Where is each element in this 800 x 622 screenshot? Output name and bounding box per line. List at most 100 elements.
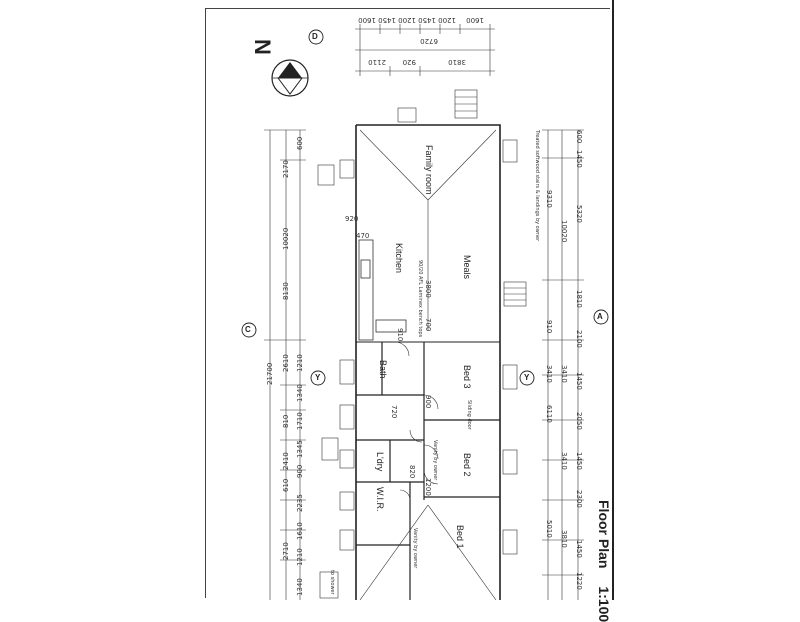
dim-right-0: 600 (575, 130, 583, 144)
dim-left-6: 2610 (282, 354, 290, 372)
dim-left-10: 1345 (296, 440, 304, 458)
section-mark-d: D (312, 32, 318, 41)
dim-right-1: 1450 (575, 150, 583, 168)
room-bed1: Bed 1 (455, 525, 465, 549)
section-markers (241, 29, 609, 386)
dim-right-6: 2100 (575, 330, 583, 348)
dim-inner-3: 700 (424, 318, 432, 332)
section-mark-y-right: Y (524, 373, 530, 382)
dim-top-8: 920 (402, 58, 416, 66)
note-kitchen-benchtops: 90/20 AFL Laminex bench tops (417, 260, 423, 338)
room-laundry: L'dry (375, 452, 385, 472)
dim-left-11: 900 (296, 464, 304, 478)
dim-left-9: 810 (282, 414, 290, 428)
dim-inner-5: 900 (424, 395, 432, 409)
drawing-title-text: Floor Plan (596, 500, 612, 569)
dim-left-4: 21700 (266, 362, 274, 385)
dim-right-13: 3410 (560, 452, 568, 470)
dim-inner-8: 1200 (424, 478, 432, 496)
dim-left-15: 1610 (296, 522, 304, 540)
dim-right-16: 2300 (575, 490, 583, 508)
note-sliding-door: Sliding door (466, 400, 472, 430)
dim-right-4: 10020 (560, 220, 568, 243)
note-to-shower: to shower (329, 570, 335, 595)
dim-left-7: 1340 (296, 384, 304, 402)
room-wir: W.I.R. (375, 487, 385, 512)
dim-left-0: 600 (296, 136, 304, 150)
north-label: N (250, 39, 275, 55)
dim-top-2: 1200 (398, 16, 416, 24)
floor-plan-sheet: N D C A Y Y Family room Kitchen Meals Ba… (205, 0, 614, 622)
dim-top-7: 2110 (368, 58, 386, 66)
floor-plan-drawing (241, 24, 609, 600)
dim-right-9: 1450 (575, 372, 583, 390)
dim-left-13: 610 (282, 478, 290, 492)
dim-top-0: 1600 (358, 16, 376, 24)
dim-left-12: 2410 (282, 452, 290, 470)
note-treated-stairs: Treated softwood stairs & landings by ow… (534, 130, 540, 242)
drawing-scale: 1:100 (596, 586, 612, 622)
room-meals: Meals (462, 255, 472, 280)
section-mark-c: C (245, 325, 251, 334)
windows-right (397, 107, 518, 555)
room-kitchen: Kitchen (394, 243, 404, 274)
dim-left-17: 2710 (282, 542, 290, 560)
roof-hip-lines (359, 129, 497, 600)
dim-top-5: 1600 (466, 16, 484, 24)
dim-inner-6: 720 (390, 405, 398, 419)
dim-inner-7: 820 (408, 465, 416, 479)
dim-left-18: 1340 (296, 578, 304, 596)
stairs (317, 89, 527, 599)
dim-left-3: 8130 (282, 282, 290, 300)
dim-inner-1: 470 (356, 232, 370, 240)
dim-top-6: 6720 (420, 37, 438, 45)
dim-right-17: 5010 (545, 520, 553, 538)
left-dimension-lines (264, 129, 306, 600)
dim-left-1: 2170 (282, 160, 290, 178)
note-vanity-1: Vanity by owner (432, 440, 438, 481)
note-vanity-2: Vanity by owner (412, 528, 418, 569)
dim-top-3: 1450 (418, 16, 436, 24)
dim-right-2: 5320 (575, 205, 583, 223)
door-swings (394, 341, 439, 501)
top-dimension-lines (355, 24, 495, 76)
kitchen-bench (358, 239, 407, 341)
right-dimension-lines (542, 129, 584, 600)
dim-left-2: 10020 (282, 227, 290, 250)
dim-right-15: 3810 (560, 530, 568, 548)
windows-left (339, 159, 355, 551)
dim-left-8: 1710 (296, 412, 304, 430)
dim-right-5: 1810 (575, 290, 583, 308)
section-mark-y-left: Y (315, 373, 321, 382)
dim-inner-2: 3800 (424, 280, 432, 298)
interior-walls (356, 342, 500, 600)
dim-top-4: 1200 (438, 16, 456, 24)
sheet-border-right (612, 0, 614, 600)
dim-right-10: 3410 (560, 365, 568, 383)
dim-right-18: 1450 (575, 540, 583, 558)
room-family: Family room (424, 145, 434, 195)
dim-left-16: 1210 (296, 548, 304, 566)
dim-right-12: 2050 (575, 412, 583, 430)
dim-right-7: 910 (545, 320, 553, 334)
dim-left-5: 1210 (296, 354, 304, 372)
section-mark-a: A (597, 312, 603, 321)
dim-right-11: 6110 (545, 405, 553, 423)
dim-inner-0: 920 (345, 215, 359, 223)
dim-right-3: 9310 (545, 190, 553, 208)
dim-left-14: 2235 (296, 494, 304, 512)
room-bath: Bath (378, 360, 388, 379)
dim-right-8: 3410 (545, 365, 553, 383)
building-outline (355, 124, 501, 600)
dim-right-19: 1220 (575, 572, 583, 590)
north-arrow-icon (271, 59, 309, 97)
room-bed3: Bed 3 (462, 365, 472, 389)
dim-top-9: 3810 (448, 58, 466, 66)
dim-top-1: 1450 (378, 16, 396, 24)
dim-inner-4: 910 (396, 328, 404, 342)
room-bed2: Bed 2 (462, 453, 472, 477)
drawing-title: Floor Plan 1:100 (596, 500, 612, 622)
sheet-border-top (205, 8, 610, 9)
dim-right-14: 1450 (575, 452, 583, 470)
sheet-border-left (205, 8, 206, 598)
